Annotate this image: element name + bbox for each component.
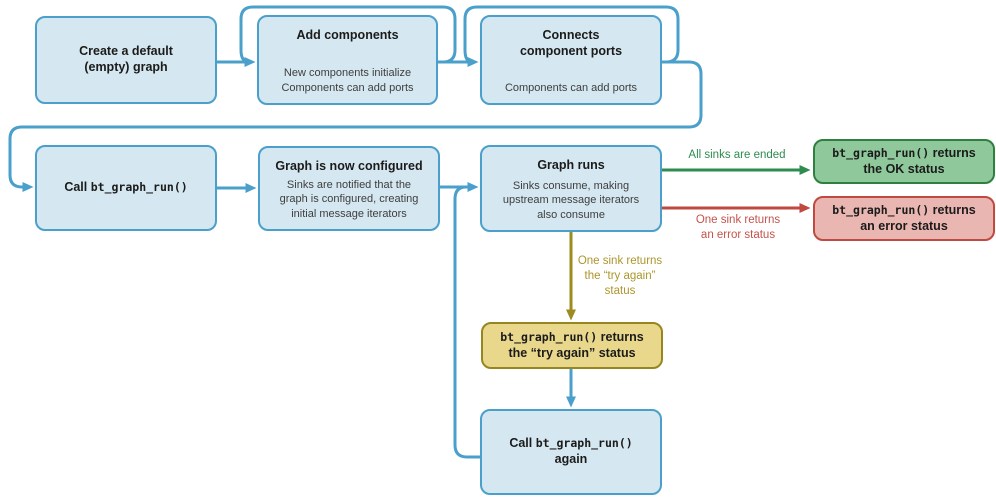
node-title: Call bt_graph_run() [509,436,632,452]
node-body: Sinks consume, making upstream message i… [502,180,640,221]
node-graph-runs: Graph runs Sinks consume, making upstrea… [480,145,662,232]
node-title-line2: the OK status [863,161,945,176]
node-title-line2: the “try again” status [508,345,636,360]
call-label: Call [509,436,536,451]
node-title-line2: again [554,452,588,466]
node-body: Sinks are notified that the graph is con… [279,179,419,220]
node-body: New components initialize Components can… [281,67,414,94]
node-title: Graph is now configured [275,159,423,173]
node-title: bt_graph_run() returns [500,330,643,346]
node-returns-try-again: bt_graph_run() returns the “try again” s… [481,322,663,369]
node-title: bt_graph_run() returns [832,146,975,162]
node-returns-ok: bt_graph_run() returns the OK status [813,139,995,184]
loop-connect-ports [463,5,680,64]
node-call-graph-run: Call bt_graph_run() [35,145,217,231]
edge-label-error-status: One sink returns an error status [695,214,781,241]
node-title: Graph runs [537,158,605,172]
node-title: Add components [296,28,399,42]
node-create-graph: Create a default (empty) graph [35,16,217,104]
node-title: Connects component ports [519,28,623,58]
returns-label: returns [597,329,644,344]
returns-label: returns [929,145,976,160]
code-bt-graph-run: bt_graph_run() [500,329,598,344]
loop-add-components [239,5,457,64]
node-title: Create a default (empty) graph [79,44,173,74]
node-call-graph-run-again: Call bt_graph_run() again [480,409,662,495]
loop-call-again-to-runs [453,185,480,459]
node-body: Components can add ports [504,81,638,94]
code-bt-graph-run: bt_graph_run() [832,202,930,217]
code-bt-graph-run: bt_graph_run() [90,180,188,195]
node-title: Call bt_graph_run() [64,180,187,196]
node-add-components: Add components New components initialize… [257,15,438,105]
wrap-connect-to-call-run [8,60,703,192]
returns-label: returns [929,202,976,217]
node-graph-configured: Graph is now configured Sinks are notifi… [258,146,440,231]
code-bt-graph-run: bt_graph_run() [832,145,930,160]
node-connect-ports: Connects component ports Components can … [480,15,662,105]
edge-label-all-sinks-ended: All sinks are ended [688,149,786,161]
node-title-line2: an error status [860,218,948,233]
node-title: bt_graph_run() returns [832,203,975,219]
call-label: Call [64,180,91,195]
code-bt-graph-run: bt_graph_run() [535,436,633,451]
node-returns-error: bt_graph_run() returns an error status [813,196,995,241]
edge-label-try-again-status: One sink returns the “try again” status [577,255,663,297]
